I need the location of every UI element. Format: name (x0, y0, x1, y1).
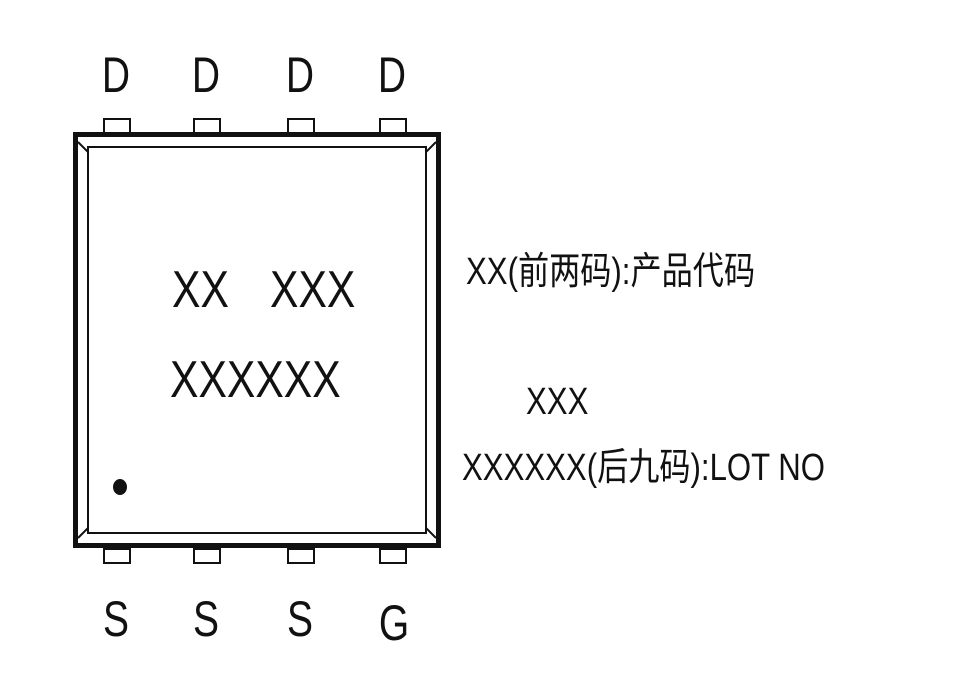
note-lot-line2: XXXXXX(后九码):LOT NO (462, 447, 826, 489)
marking-line2: XXXXXX (170, 351, 341, 409)
pin-label-bottom-3: S (286, 591, 314, 647)
pin1-indicator-dot (113, 479, 127, 495)
note-lot-line1: XXX (526, 381, 589, 423)
pin-bottom-4 (379, 548, 407, 564)
pin-label-top-1: D (101, 47, 131, 103)
pin-label-top-4: D (377, 47, 407, 103)
chip-corner-tr (425, 141, 437, 153)
note-product-code: XX(前两码):产品代码 (466, 251, 756, 293)
chip-inner-border (87, 146, 427, 534)
pin-bottom-3 (287, 548, 315, 564)
pin-label-top-3: D (285, 47, 315, 103)
pin-label-bottom-2: S (192, 591, 220, 647)
pin-label-bottom-4: G (378, 595, 410, 651)
pin-bottom-2 (193, 548, 221, 564)
chip-corner-br (425, 527, 437, 539)
pin-bottom-1 (103, 548, 131, 564)
marking-line1-left: XX (172, 261, 229, 319)
marking-line1-right: XXX (270, 261, 356, 319)
pin-label-top-2: D (191, 47, 221, 103)
pin-label-bottom-1: S (102, 591, 130, 647)
chip-package (73, 132, 441, 548)
